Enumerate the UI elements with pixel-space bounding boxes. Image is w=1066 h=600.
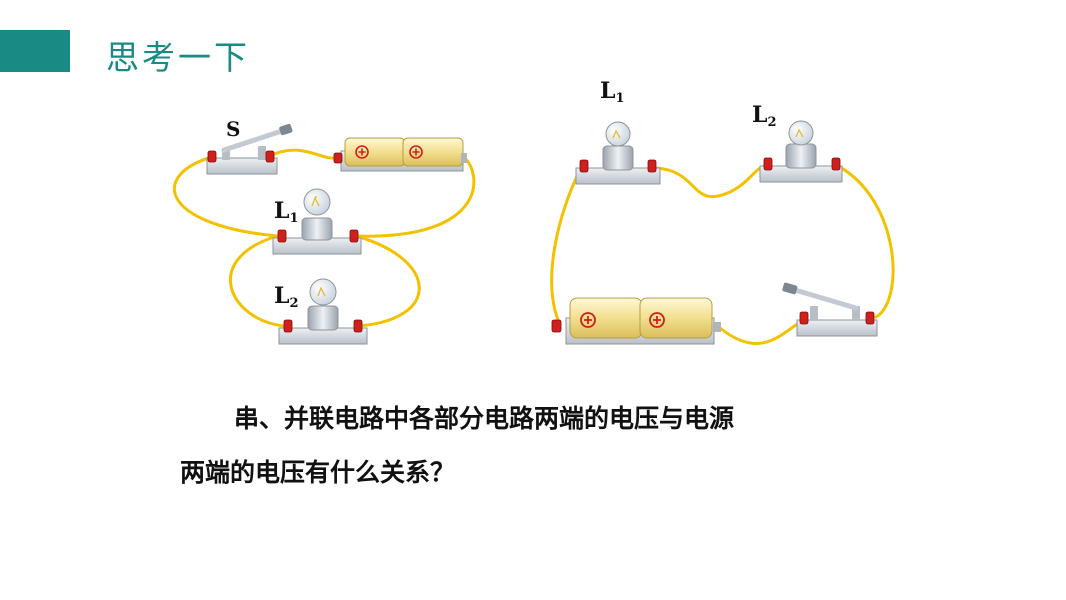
wire <box>266 148 337 160</box>
wire <box>550 168 582 327</box>
circuit-diagrams: S L1 L2 <box>172 78 895 346</box>
series-lamp-l1-label: L1 <box>600 78 625 106</box>
question-line-1: 串、并联电路中各部分电路两端的电压与电源 <box>234 404 735 433</box>
series-lamp-l1 <box>575 121 661 185</box>
wire <box>229 234 286 328</box>
parallel-circuit: S L1 L2 <box>172 117 476 345</box>
question-line-2: 两端的电压有什么关系？ <box>180 458 456 487</box>
lamp-l2-label: L2 <box>274 283 299 311</box>
switch-s <box>206 123 293 175</box>
series-switch <box>782 282 878 337</box>
title-accent-bar <box>0 30 70 72</box>
lamp-l2 <box>278 278 368 345</box>
series-lamp-l2-label: L2 <box>752 102 777 130</box>
series-lamp-l2 <box>759 120 843 183</box>
series-circuit: L1 L2 <box>550 78 895 346</box>
wire <box>172 155 279 238</box>
wire <box>836 164 895 319</box>
switch-label: S <box>226 117 240 141</box>
lamp-l1-label: L1 <box>274 198 299 226</box>
question-text: 串、并联电路中各部分电路两端的电压与电源 两端的电压有什么关系？ <box>180 392 900 500</box>
lamp-l1 <box>272 188 362 255</box>
wire <box>718 318 805 346</box>
series-battery-pack <box>551 297 721 345</box>
battery-pack <box>333 137 467 172</box>
wire <box>354 156 476 238</box>
wire <box>354 234 421 328</box>
wire <box>653 164 767 199</box>
slide-title: 思考一下 <box>106 38 250 77</box>
